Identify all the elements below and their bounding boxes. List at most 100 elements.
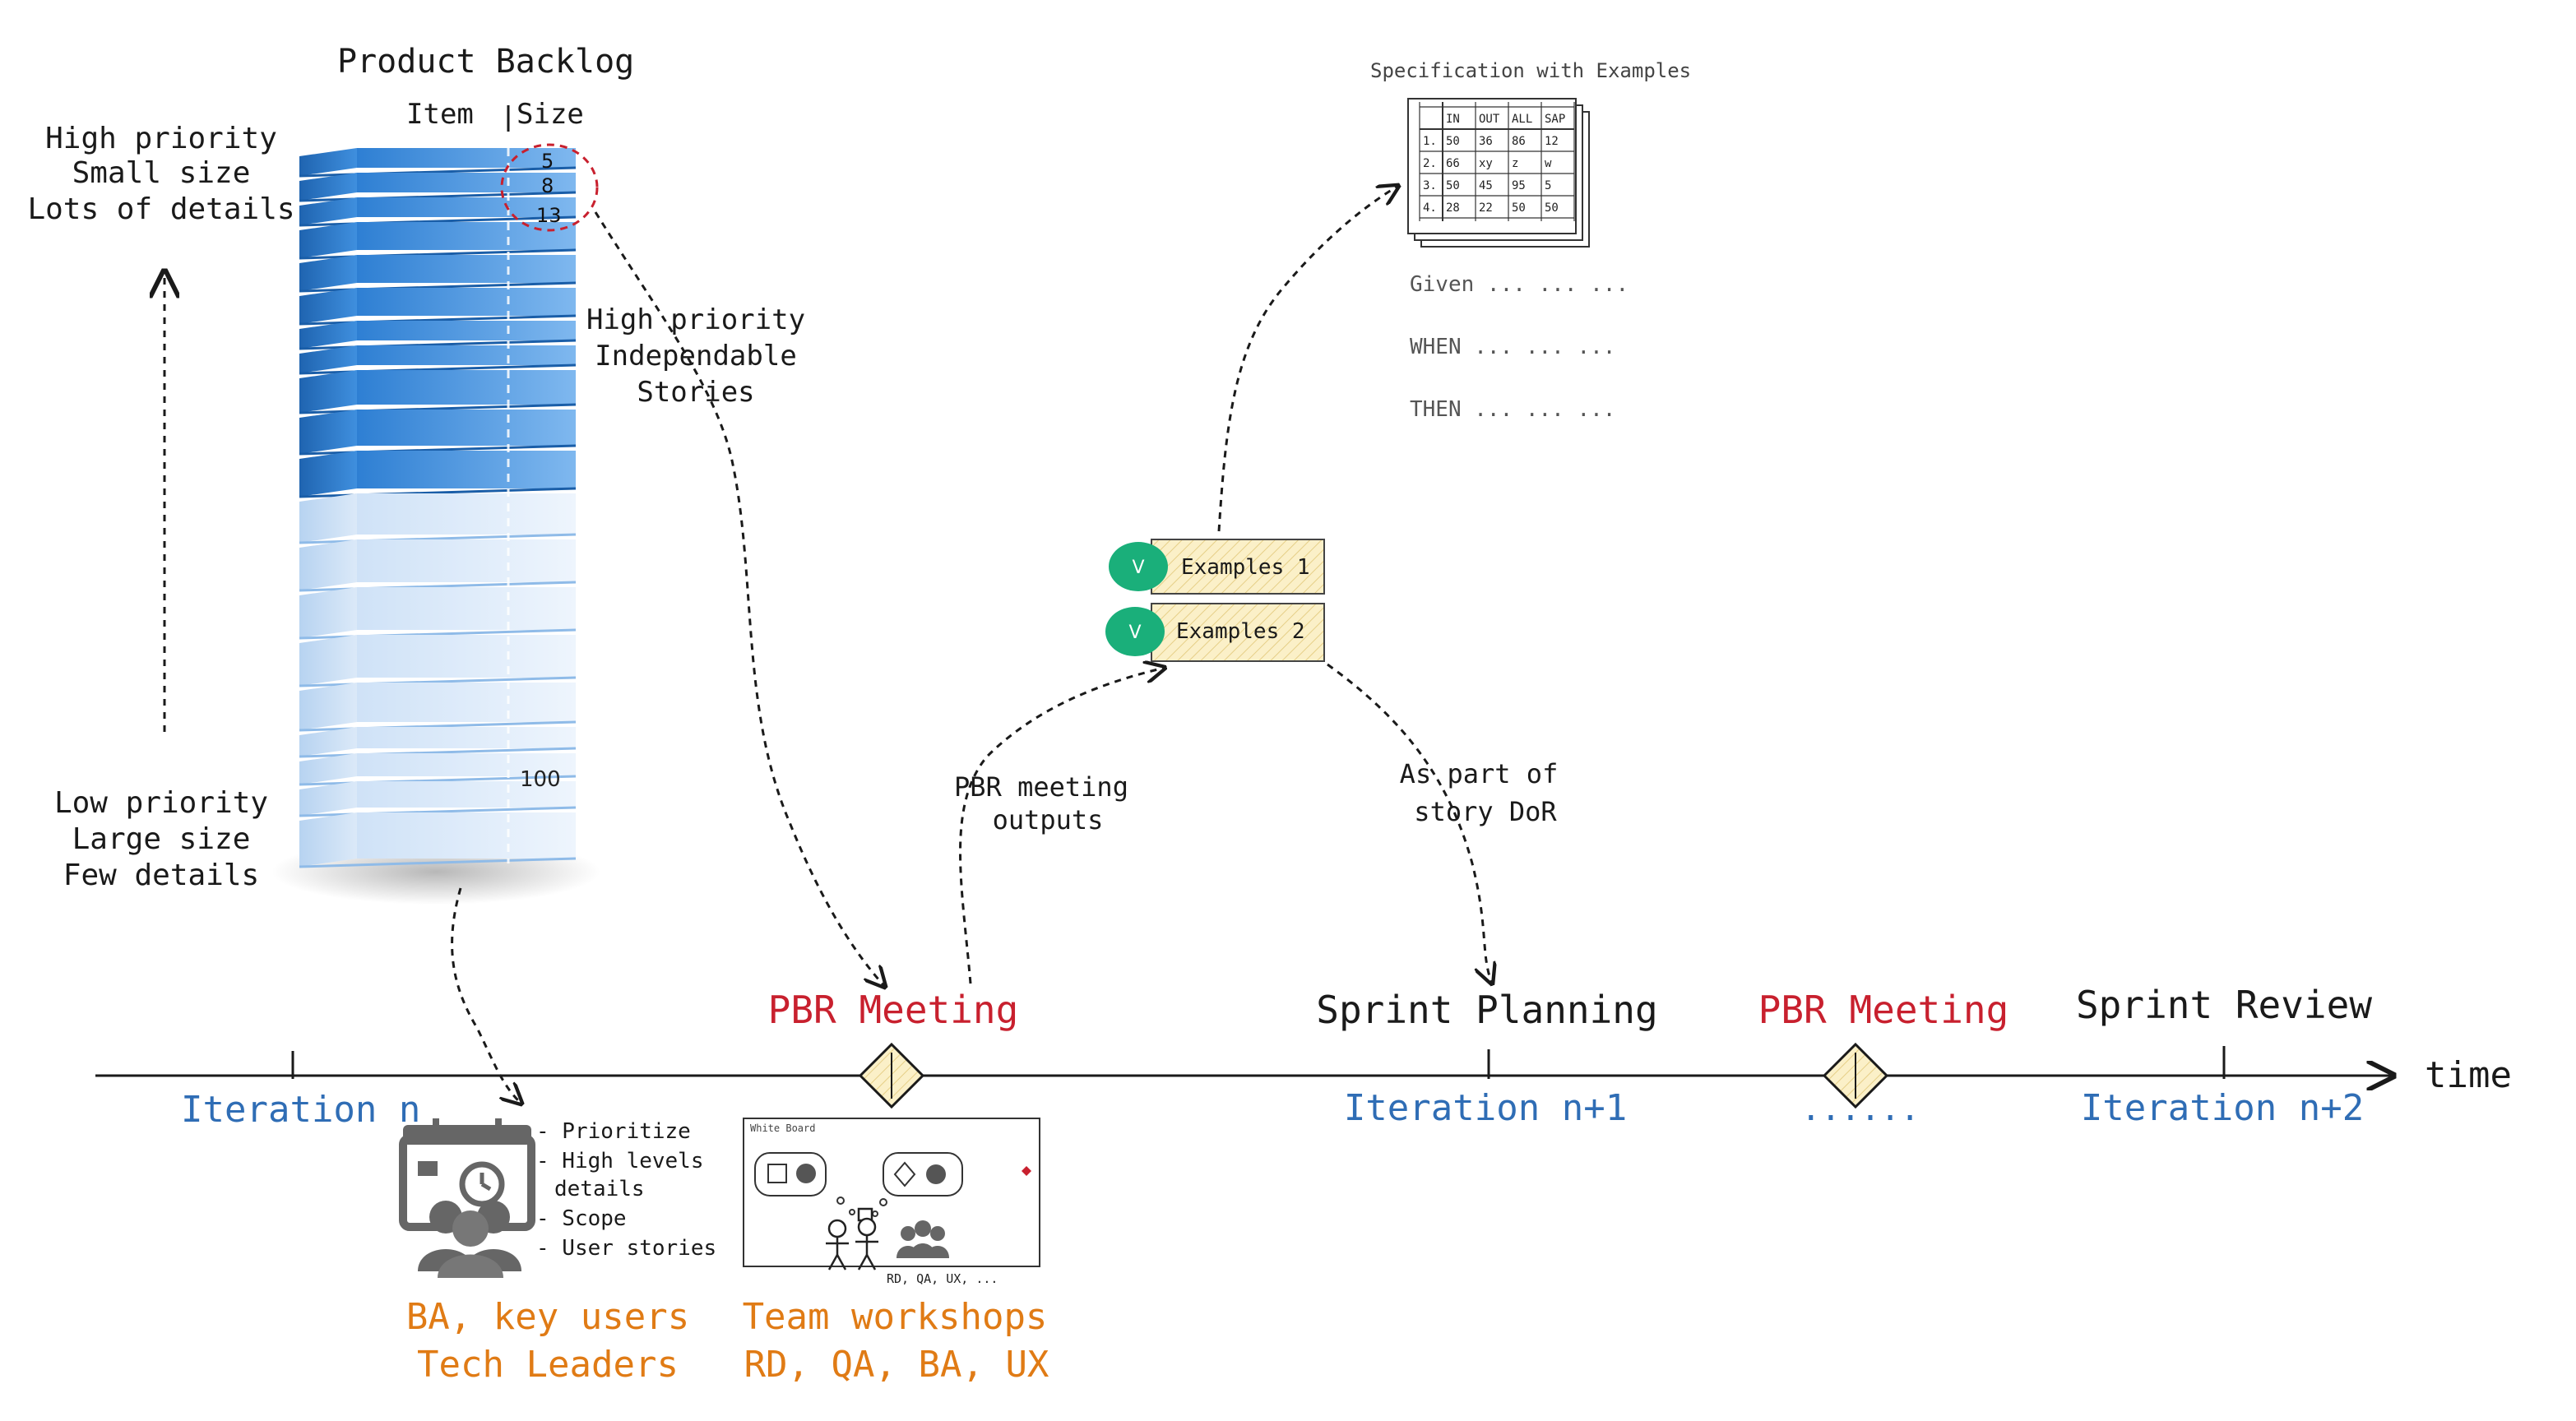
backlog-slice-side xyxy=(299,148,357,176)
priority-high-line-2: Small size xyxy=(72,156,251,190)
label-iteration-n1: Iteration n+1 xyxy=(1344,1087,1627,1129)
examples-2: V Examples 2 xyxy=(1105,603,1325,662)
spec-table-cell: 50 xyxy=(1545,201,1559,215)
stories-note-line-1: High priority xyxy=(586,303,805,336)
backlog-title: Product Backlog xyxy=(337,43,634,81)
backlog-slice-side xyxy=(299,255,357,291)
arrow-examples-to-planning xyxy=(1327,663,1492,984)
whiteboard-thought-2 xyxy=(883,1152,963,1197)
priority-low-line-2: Large size xyxy=(72,822,251,856)
spec-table-cell: 3. xyxy=(1423,179,1437,192)
pbr-outputs-line-1: PBR meeting xyxy=(954,771,1128,803)
backlog-slice xyxy=(357,683,576,722)
backlog-size-2: 8 xyxy=(541,174,554,197)
backlog-slice-side xyxy=(299,781,357,816)
backlog-slice-side xyxy=(299,197,357,225)
roles-2: Team workshops RD, QA, BA, UX xyxy=(743,1296,1049,1386)
spec-table-cell: 1. xyxy=(1423,135,1437,148)
meeting-icon xyxy=(399,1118,535,1278)
connectors xyxy=(451,186,1492,1104)
backlog-slice xyxy=(357,255,576,283)
priority-high-label: High priority Small size Lots of details xyxy=(27,122,294,226)
roles-1: BA, key users Tech Leaders xyxy=(406,1296,689,1386)
backlog-col-item: Item xyxy=(406,98,474,131)
backlog-slice xyxy=(357,345,576,365)
pbr-outputs-note: PBR meeting outputs xyxy=(954,771,1128,835)
backlog-slice xyxy=(357,321,576,340)
backlog-slice-side xyxy=(299,321,357,349)
arrow-backlog-to-pbr xyxy=(594,211,885,987)
roles-1-line-1: BA, key users xyxy=(406,1296,689,1338)
activity-5: - User stories xyxy=(536,1236,716,1261)
spec-table-cell: 45 xyxy=(1479,179,1493,192)
backlog-slice xyxy=(357,197,576,217)
label-iteration-n: Iteration n xyxy=(181,1089,420,1131)
timeline: PBR Meeting Sprint Planning PBR Meeting … xyxy=(95,983,2512,1131)
spec-table-header: OUT xyxy=(1479,113,1500,126)
activity-4: - Scope xyxy=(536,1206,627,1231)
label-pbr-meeting-1: PBR Meeting xyxy=(768,988,1019,1032)
spec-table-cell: 22 xyxy=(1479,201,1493,215)
backlog-slice xyxy=(357,288,576,316)
spec-table-cell: z xyxy=(1512,157,1518,170)
story-dor-line-2: story DoR xyxy=(1414,796,1557,827)
spec-title: Specification with Examples xyxy=(1370,59,1691,82)
product-backlog: Product Backlog Item Size 5 8 13 100 xyxy=(271,43,634,905)
backlog-slice xyxy=(357,635,576,678)
backlog-slice xyxy=(357,812,576,859)
arrow-examples-to-spec xyxy=(1217,186,1398,532)
spec-table-header: ALL xyxy=(1512,113,1532,126)
label-sprint-review: Sprint Review xyxy=(2076,983,2372,1027)
examples-2-badge-text: V xyxy=(1128,623,1141,643)
whiteboard-caption: RD, QA, UX, ... xyxy=(887,1271,998,1286)
backlog-slice-side xyxy=(299,539,357,590)
backlog-size-3: 13 xyxy=(536,204,562,227)
activity-1: - Prioritize xyxy=(536,1119,691,1144)
backlog-slice xyxy=(357,781,576,808)
spec-table-cell: 36 xyxy=(1479,135,1493,148)
spec-table-cell: 5 xyxy=(1545,179,1551,192)
backlog-slice-side xyxy=(299,345,357,373)
pbr-milestone-2 xyxy=(1822,1042,1889,1109)
backlog-slices xyxy=(299,148,577,868)
story-dor-note: As part of story DoR xyxy=(1400,758,1559,827)
spec-given: Given ... ... ... xyxy=(1410,272,1629,297)
examples-1-note xyxy=(1151,539,1325,595)
backlog-slice xyxy=(357,753,576,776)
backlog-slice-side xyxy=(299,587,357,638)
whiteboard-title: White Board xyxy=(750,1122,815,1134)
roles-2-line-1: Team workshops xyxy=(743,1296,1048,1338)
backlog-slice-side xyxy=(299,222,357,258)
activities-list: - Prioritize - High levels details - Sco… xyxy=(536,1119,716,1261)
backlog-slice xyxy=(357,148,576,168)
backlog-slice-side xyxy=(299,683,357,730)
roles-1-line-2: Tech Leaders xyxy=(417,1344,679,1386)
examples-1-badge xyxy=(1109,542,1168,591)
stories-note: High priority Independable Stories xyxy=(586,303,805,409)
spec-table-cell: 12 xyxy=(1545,135,1559,148)
backlog-slice-edge xyxy=(299,857,577,868)
examples-2-note xyxy=(1151,603,1325,662)
whiteboard-group-icon xyxy=(897,1220,949,1258)
backlog-slice xyxy=(357,493,576,535)
spec-table-cell: 50 xyxy=(1446,135,1460,148)
whiteboard-marker xyxy=(1022,1166,1031,1176)
backlog-slice xyxy=(357,451,576,488)
backlog-slice-side xyxy=(299,173,357,201)
backlog-slice-side xyxy=(299,727,357,757)
whiteboard: White Board xyxy=(743,1118,1040,1286)
spec-then: THEN ... ... ... xyxy=(1410,397,1615,422)
label-sprint-planning: Sprint Planning xyxy=(1316,988,1657,1032)
stick-figure-2 xyxy=(855,1207,878,1271)
arrow-backlog-to-meeting xyxy=(451,887,521,1104)
backlog-slice-side xyxy=(299,410,357,454)
label-pbr-meeting-2: PBR Meeting xyxy=(1758,988,2009,1032)
spec-table-header: SAP xyxy=(1545,113,1565,126)
examples-1-badge-text: V xyxy=(1132,558,1144,578)
backlog-slice xyxy=(357,539,576,582)
priority-low-label: Low priority Large size Few details xyxy=(54,786,268,892)
label-dots: ...... xyxy=(1801,1090,1920,1128)
spec-table-cell: 28 xyxy=(1446,201,1460,215)
